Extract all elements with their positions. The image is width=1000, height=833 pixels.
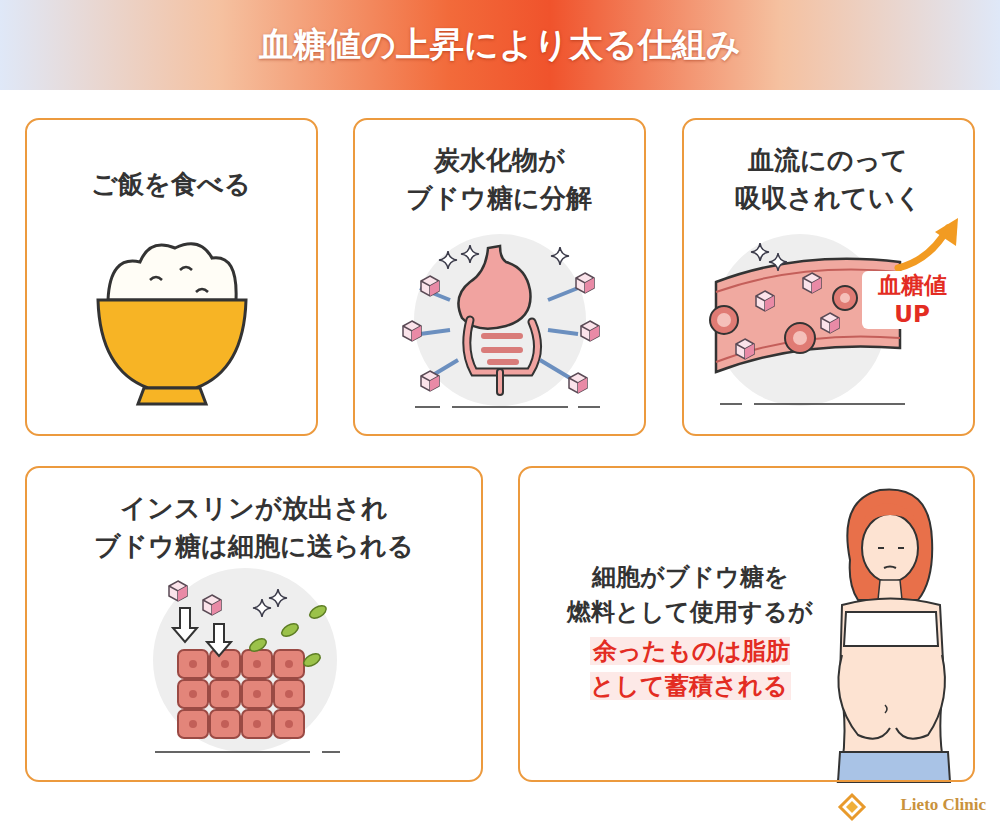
cell-grid xyxy=(153,568,340,752)
logo-mark xyxy=(840,795,864,819)
step-text: インスリンが放出され ブドウ糖は細胞に送られる xyxy=(27,490,480,565)
step-text: 細胞がブドウ糖を 燃料として使用するが xyxy=(550,560,830,630)
highlight-text: 余ったものは脂肪 として蓄積される xyxy=(550,634,830,704)
step-panel: 細胞がブドウ糖を 燃料として使用するが余ったものは脂肪 として蓄積される xyxy=(518,466,975,782)
logo-text: Lieto Clinic xyxy=(901,795,986,815)
step-text: ご飯を食べる xyxy=(27,166,315,204)
step-panel: ご飯を食べる xyxy=(25,118,318,436)
step-panel: 炭水化物が ブドウ糖に分解 xyxy=(353,118,646,436)
step-text: 血流にのって 吸収されていく xyxy=(684,142,972,217)
woman-figure xyxy=(838,489,950,782)
highlight-text: 血糖値 UP xyxy=(862,271,962,329)
digestion-figure xyxy=(403,234,600,407)
step-panel: インスリンが放出され ブドウ糖は細胞に送られる xyxy=(25,466,483,782)
title-text: 血糖値の上昇により太る仕組み xyxy=(259,22,741,68)
title-banner: 血糖値の上昇により太る仕組み xyxy=(0,0,1000,90)
step-panel: 血流にのって 吸収されていく血糖値 UP xyxy=(682,118,975,436)
step-text: 炭水化物が ブドウ糖に分解 xyxy=(355,142,643,217)
highlight-text: 余ったものは脂肪 として蓄積される xyxy=(590,637,791,700)
rice-bowl xyxy=(98,244,246,404)
